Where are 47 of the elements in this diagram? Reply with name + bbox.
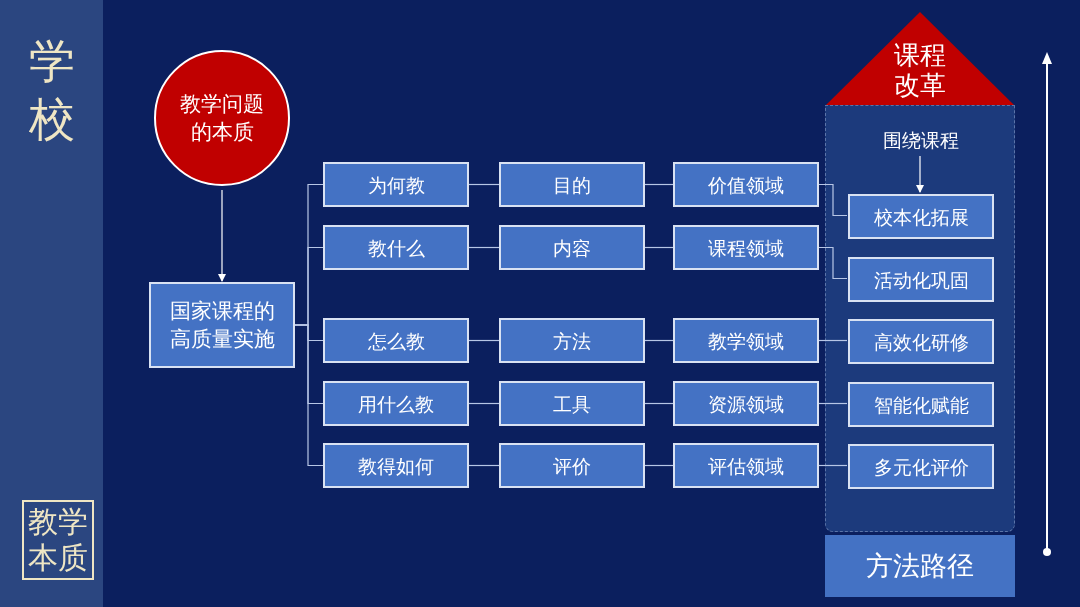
connector-line bbox=[644, 339, 674, 342]
process-box: 价值领域 bbox=[673, 162, 819, 207]
problem-circle: 教学问题的本质 bbox=[154, 50, 290, 186]
process-box: 教学领域 bbox=[673, 318, 819, 363]
connector-line bbox=[468, 339, 500, 342]
process-box: 内容 bbox=[499, 225, 645, 270]
connector-line bbox=[818, 183, 848, 217]
process-box: 评估领域 bbox=[673, 443, 819, 488]
roof-triangle: 课程改革 bbox=[826, 12, 1014, 105]
process-box: 国家课程的高质量实施 bbox=[149, 282, 295, 368]
process-box: 用什么教 bbox=[323, 381, 469, 426]
connector-line bbox=[468, 246, 500, 249]
process-box: 教什么 bbox=[323, 225, 469, 270]
process-box: 方法 bbox=[499, 318, 645, 363]
process-box: 校本化拓展 bbox=[848, 194, 994, 239]
connector-line bbox=[818, 402, 848, 405]
connector-line bbox=[294, 324, 324, 467]
process-box: 评价 bbox=[499, 443, 645, 488]
arrow bbox=[916, 155, 924, 193]
base-box: 方法路径 bbox=[825, 535, 1015, 597]
connector-line bbox=[818, 339, 848, 342]
arrow bbox=[218, 189, 226, 282]
connector-line bbox=[468, 402, 500, 405]
process-box: 怎么教 bbox=[323, 318, 469, 363]
process-box: 教得如何 bbox=[323, 443, 469, 488]
connector-line bbox=[468, 464, 500, 467]
process-box: 课程领域 bbox=[673, 225, 819, 270]
connector-line bbox=[644, 183, 674, 186]
stamp-box: 教学本质 bbox=[22, 500, 94, 580]
process-box: 活动化巩固 bbox=[848, 257, 994, 302]
connector-line bbox=[468, 183, 500, 186]
connector-line bbox=[644, 246, 674, 249]
connector-line bbox=[644, 464, 674, 467]
process-box: 目的 bbox=[499, 162, 645, 207]
process-box: 工具 bbox=[499, 381, 645, 426]
connector-line bbox=[818, 246, 848, 280]
process-box: 为何教 bbox=[323, 162, 469, 207]
process-box: 多元化评价 bbox=[848, 444, 994, 489]
vertical-heading: 学校 bbox=[28, 33, 76, 148]
process-box: 高效化研修 bbox=[848, 319, 994, 364]
panel-heading: 围绕课程 bbox=[871, 127, 971, 155]
side-band bbox=[0, 0, 103, 607]
process-box: 智能化赋能 bbox=[848, 382, 994, 427]
process-box: 资源领域 bbox=[673, 381, 819, 426]
connector-line bbox=[818, 464, 848, 467]
connector-line bbox=[644, 402, 674, 405]
house-panel bbox=[825, 105, 1015, 532]
